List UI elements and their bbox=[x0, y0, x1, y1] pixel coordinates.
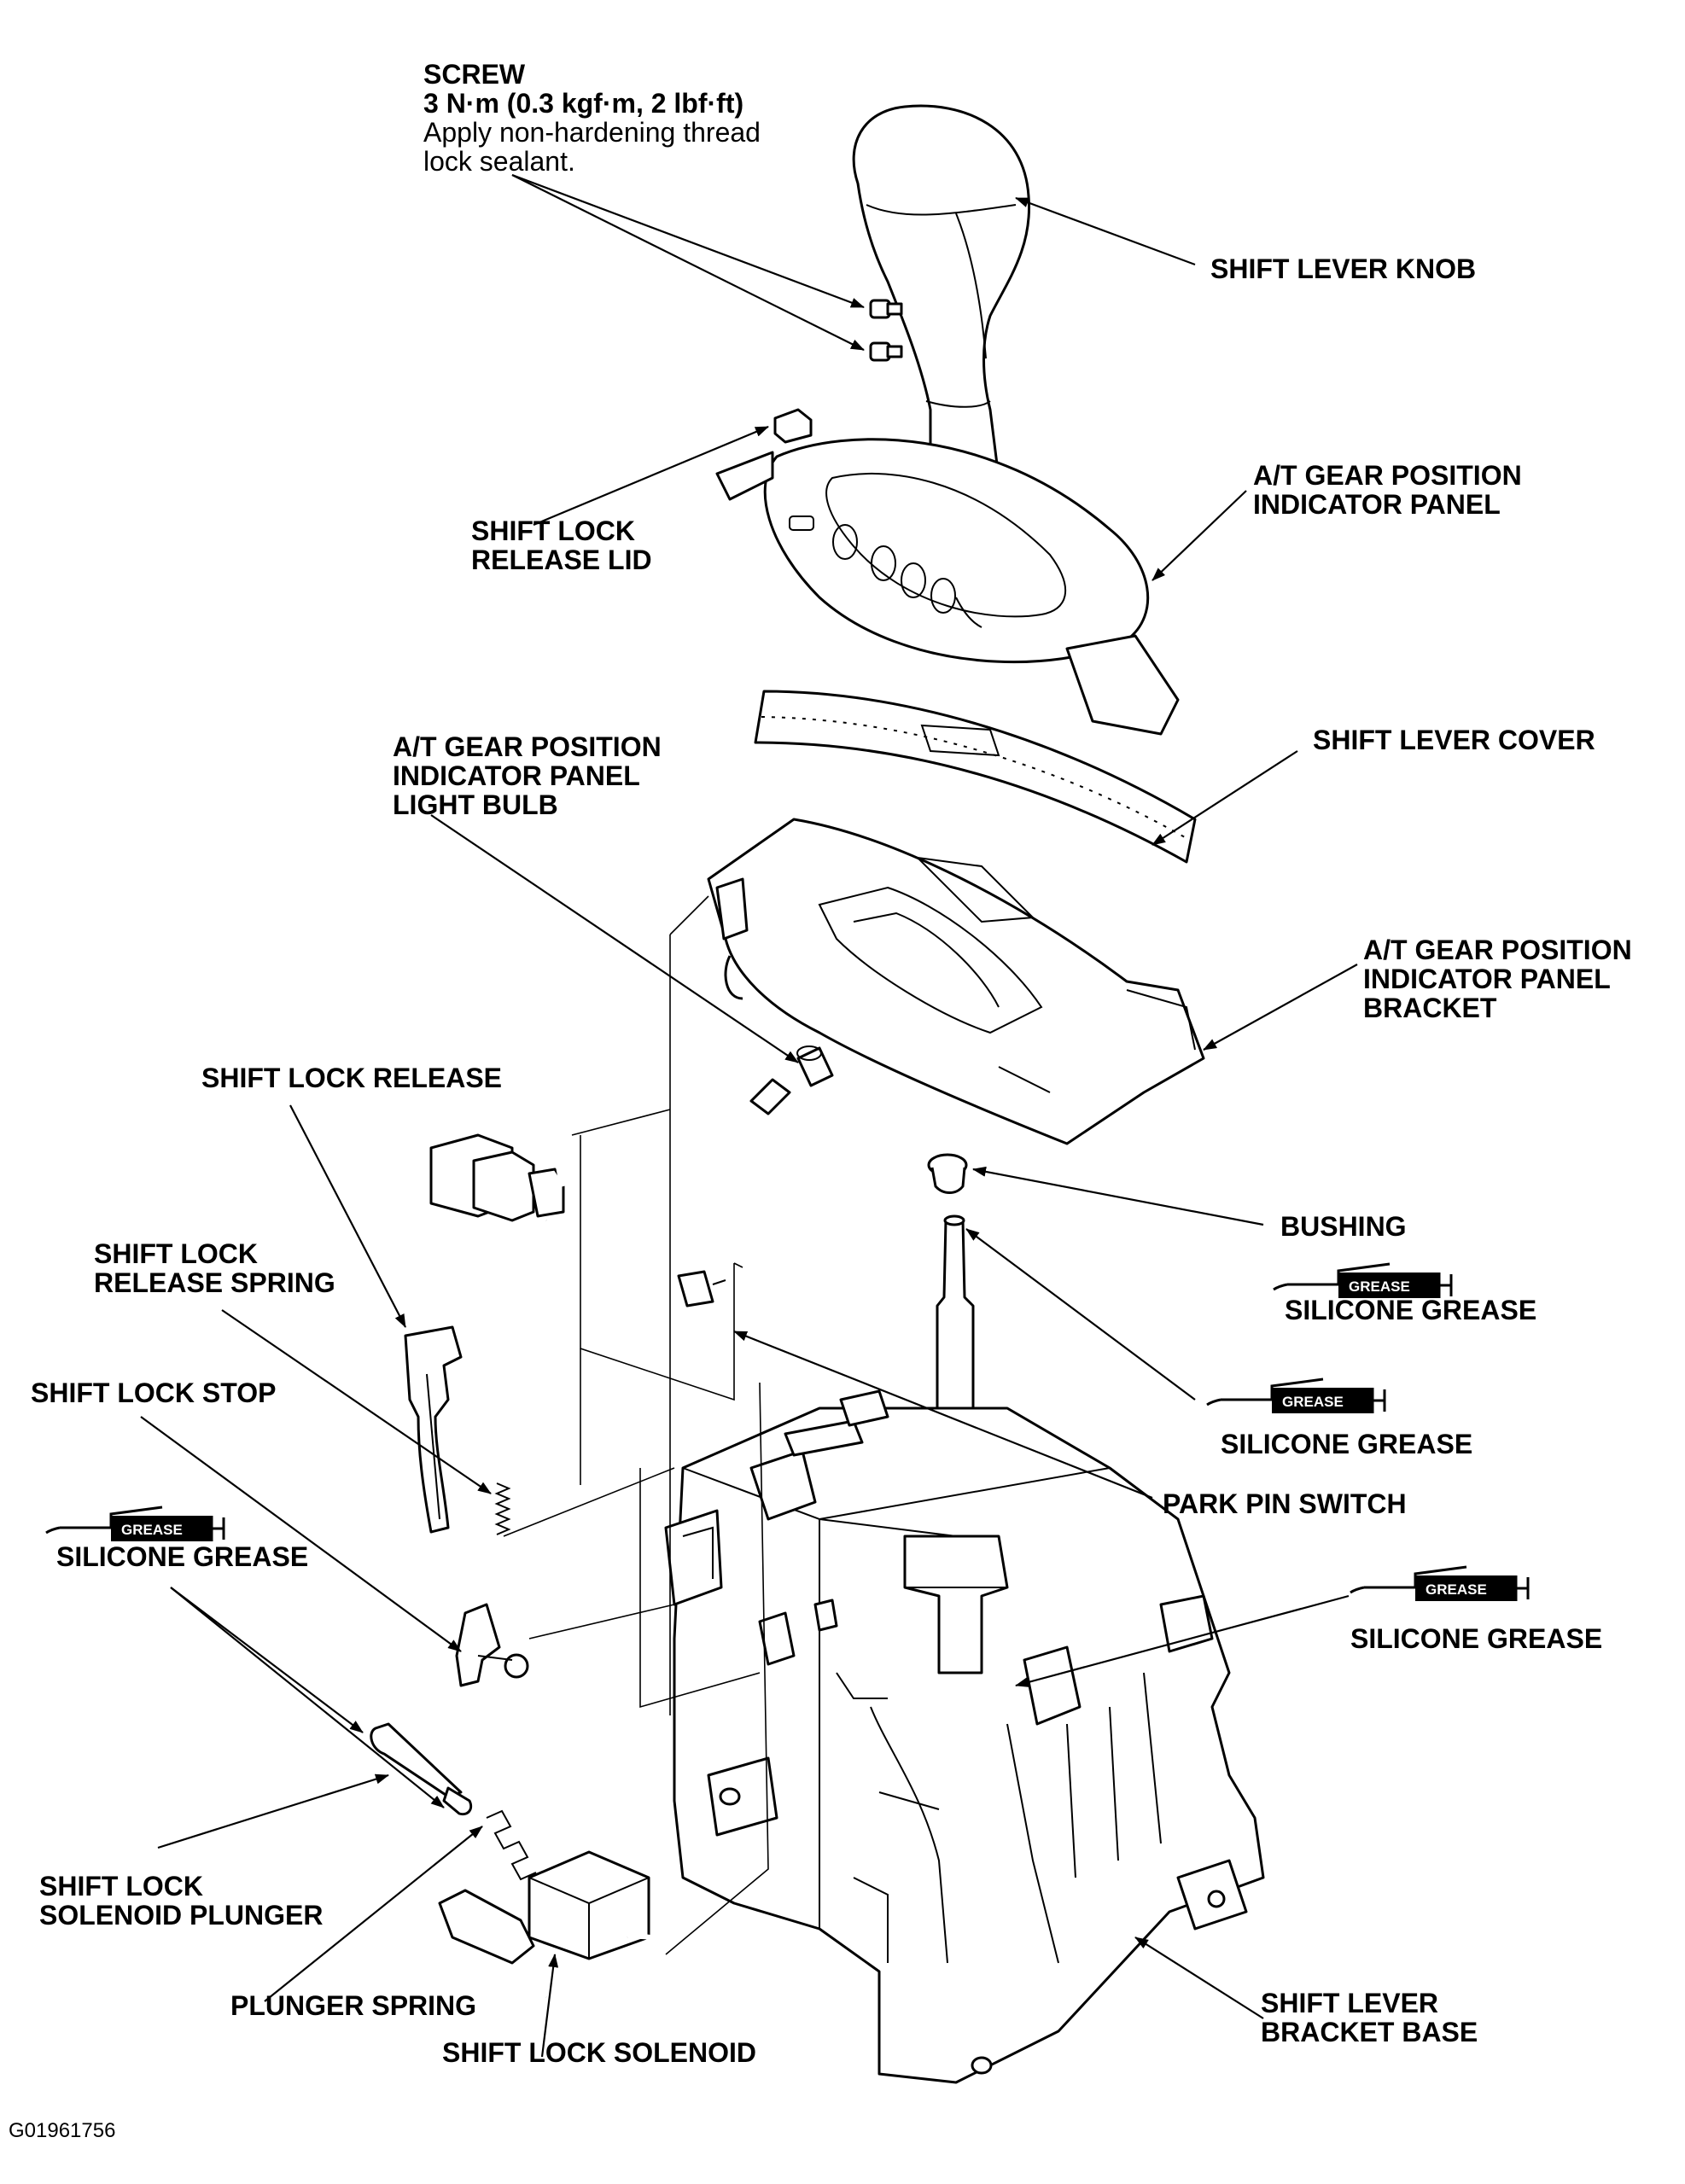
silicone-grease-bushing-text: SILICONE GREASE bbox=[1285, 1295, 1537, 1325]
shift-lock-stop bbox=[455, 1603, 529, 1687]
shift-lock-solenoid bbox=[438, 1850, 689, 2027]
shift-lever-bracket-base bbox=[664, 1389, 1265, 2084]
light-bulb-text-2: INDICATOR PANEL bbox=[393, 760, 640, 791]
shift-lock-release-label: SHIFT LOCK RELEASE bbox=[201, 1063, 502, 1092]
plunger-spring-text: PLUNGER SPRING bbox=[230, 1990, 477, 2021]
shift-lock-solenoid-text: SHIFT LOCK SOLENOID bbox=[442, 2037, 756, 2068]
bushing-text: BUSHING bbox=[1280, 1211, 1407, 1242]
release-spring-text-2: RELEASE SPRING bbox=[94, 1267, 335, 1298]
screw-title: SCREW bbox=[423, 59, 526, 90]
shift-lock-release-spring bbox=[494, 1482, 511, 1535]
shift-lock-stop-label: SHIFT LOCK STOP bbox=[31, 1378, 276, 1407]
grease-icon-bushing: GREASE bbox=[1272, 1262, 1453, 1300]
screw-note-line2: lock sealant. bbox=[423, 146, 575, 177]
shift-lever-cover-label: SHIFT LEVER COVER bbox=[1313, 725, 1595, 754]
bracket-base-label: SHIFT LEVER BRACKET BASE bbox=[1261, 1989, 1478, 2047]
grease-icon-rod: GREASE bbox=[1205, 1377, 1386, 1415]
release-lid-text-1: SHIFT LOCK bbox=[471, 515, 635, 546]
solenoid-plunger-label: SHIFT LOCK SOLENOID PLUNGER bbox=[39, 1872, 323, 1930]
panel-bracket-text-3: BRACKET bbox=[1363, 993, 1497, 1023]
shift-lock-solenoid-label: SHIFT LOCK SOLENOID bbox=[442, 2038, 756, 2067]
silicone-grease-left-label: SILICONE GREASE bbox=[56, 1542, 308, 1571]
screw-torque: 3 N·m (0.3 kgf·m, 2 lbf·ft) bbox=[423, 88, 744, 119]
indicator-panel-bracket bbox=[707, 818, 1205, 1145]
shift-lock-release-text: SHIFT LOCK RELEASE bbox=[201, 1063, 503, 1093]
park-pin-switch-text: PARK PIN SWITCH bbox=[1163, 1488, 1407, 1519]
screw-upper bbox=[869, 299, 903, 319]
indicator-panel-text-1: A/T GEAR POSITION bbox=[1253, 460, 1522, 491]
shift-lock-release-lid bbox=[773, 408, 813, 444]
silicone-grease-right-label: SILICONE GREASE bbox=[1350, 1624, 1602, 1653]
solenoid-plunger-text-2: SOLENOID PLUNGER bbox=[39, 1900, 324, 1931]
shift-lock-stop-text: SHIFT LOCK STOP bbox=[31, 1377, 277, 1408]
panel-bracket-text-1: A/T GEAR POSITION bbox=[1363, 935, 1632, 965]
shift-lock-solenoid-plunger bbox=[370, 1722, 473, 1816]
screw-lower bbox=[869, 341, 903, 362]
silicone-grease-rod-label: SILICONE GREASE bbox=[1221, 1430, 1472, 1459]
light-bulb-label: A/T GEAR POSITION INDICATOR PANEL LIGHT … bbox=[393, 732, 662, 819]
grease-icon-left: GREASE bbox=[44, 1506, 225, 1543]
figure-id: G01961756 bbox=[9, 2117, 115, 2146]
light-bulb-text-1: A/T GEAR POSITION bbox=[393, 731, 662, 762]
silicone-grease-rod-text: SILICONE GREASE bbox=[1221, 1429, 1473, 1459]
silicone-grease-right-text: SILICONE GREASE bbox=[1350, 1623, 1603, 1654]
svg-text:GREASE: GREASE bbox=[121, 1522, 183, 1538]
indicator-panel-light-bulb bbox=[796, 1045, 834, 1087]
light-bulb-text-3: LIGHT BULB bbox=[393, 789, 558, 820]
shift-lever-knob-label: SHIFT LEVER KNOB bbox=[1210, 254, 1476, 283]
plunger-spring-label: PLUNGER SPRING bbox=[230, 1991, 476, 2020]
grease-icon-right: GREASE bbox=[1349, 1565, 1530, 1603]
figure-id-text: G01961756 bbox=[9, 2119, 116, 2142]
silicone-grease-bushing-label: SILICONE GREASE bbox=[1285, 1296, 1536, 1325]
bushing bbox=[927, 1153, 968, 1194]
release-lid-text-2: RELEASE LID bbox=[471, 545, 652, 575]
shift-lock-release bbox=[404, 1325, 463, 1534]
panel-bracket-text-2: INDICATOR PANEL bbox=[1363, 964, 1611, 994]
release-lid-label: SHIFT LOCK RELEASE LID bbox=[471, 516, 652, 574]
indicator-panel-label: A/T GEAR POSITION INDICATOR PANEL bbox=[1253, 461, 1522, 519]
silicone-grease-left-text: SILICONE GREASE bbox=[56, 1541, 309, 1572]
screw-label: SCREW 3 N·m (0.3 kgf·m, 2 lbf·ft) Apply … bbox=[423, 60, 761, 176]
leader-lines bbox=[140, 173, 1358, 2058]
panel-bracket-label: A/T GEAR POSITION INDICATOR PANEL BRACKE… bbox=[1363, 935, 1632, 1022]
svg-text:GREASE: GREASE bbox=[1349, 1278, 1410, 1295]
solenoid-plunger-text-1: SHIFT LOCK bbox=[39, 1871, 203, 1902]
bracket-base-text-1: SHIFT LEVER bbox=[1261, 1988, 1439, 2018]
shift-lever-cover-text: SHIFT LEVER COVER bbox=[1313, 725, 1595, 755]
screw-note-line1: Apply non-hardening thread bbox=[423, 117, 761, 148]
release-spring-text-1: SHIFT LOCK bbox=[94, 1238, 258, 1269]
indicator-panel bbox=[715, 438, 1180, 736]
svg-text:GREASE: GREASE bbox=[1426, 1581, 1487, 1598]
shift-lever-knob-text: SHIFT LEVER KNOB bbox=[1210, 253, 1477, 284]
bracket-base-text-2: BRACKET BASE bbox=[1261, 2017, 1478, 2047]
park-pin-switch-label: PARK PIN SWITCH bbox=[1163, 1489, 1407, 1518]
release-spring-label: SHIFT LOCK RELEASE SPRING bbox=[94, 1239, 335, 1297]
bushing-label: BUSHING bbox=[1280, 1212, 1407, 1241]
indicator-panel-text-2: INDICATOR PANEL bbox=[1253, 489, 1501, 520]
shift-lever-cover bbox=[754, 690, 1197, 864]
plunger-spring bbox=[486, 1809, 537, 1881]
shift-lock-release-harness bbox=[429, 1078, 791, 1307]
svg-text:GREASE: GREASE bbox=[1282, 1394, 1344, 1410]
